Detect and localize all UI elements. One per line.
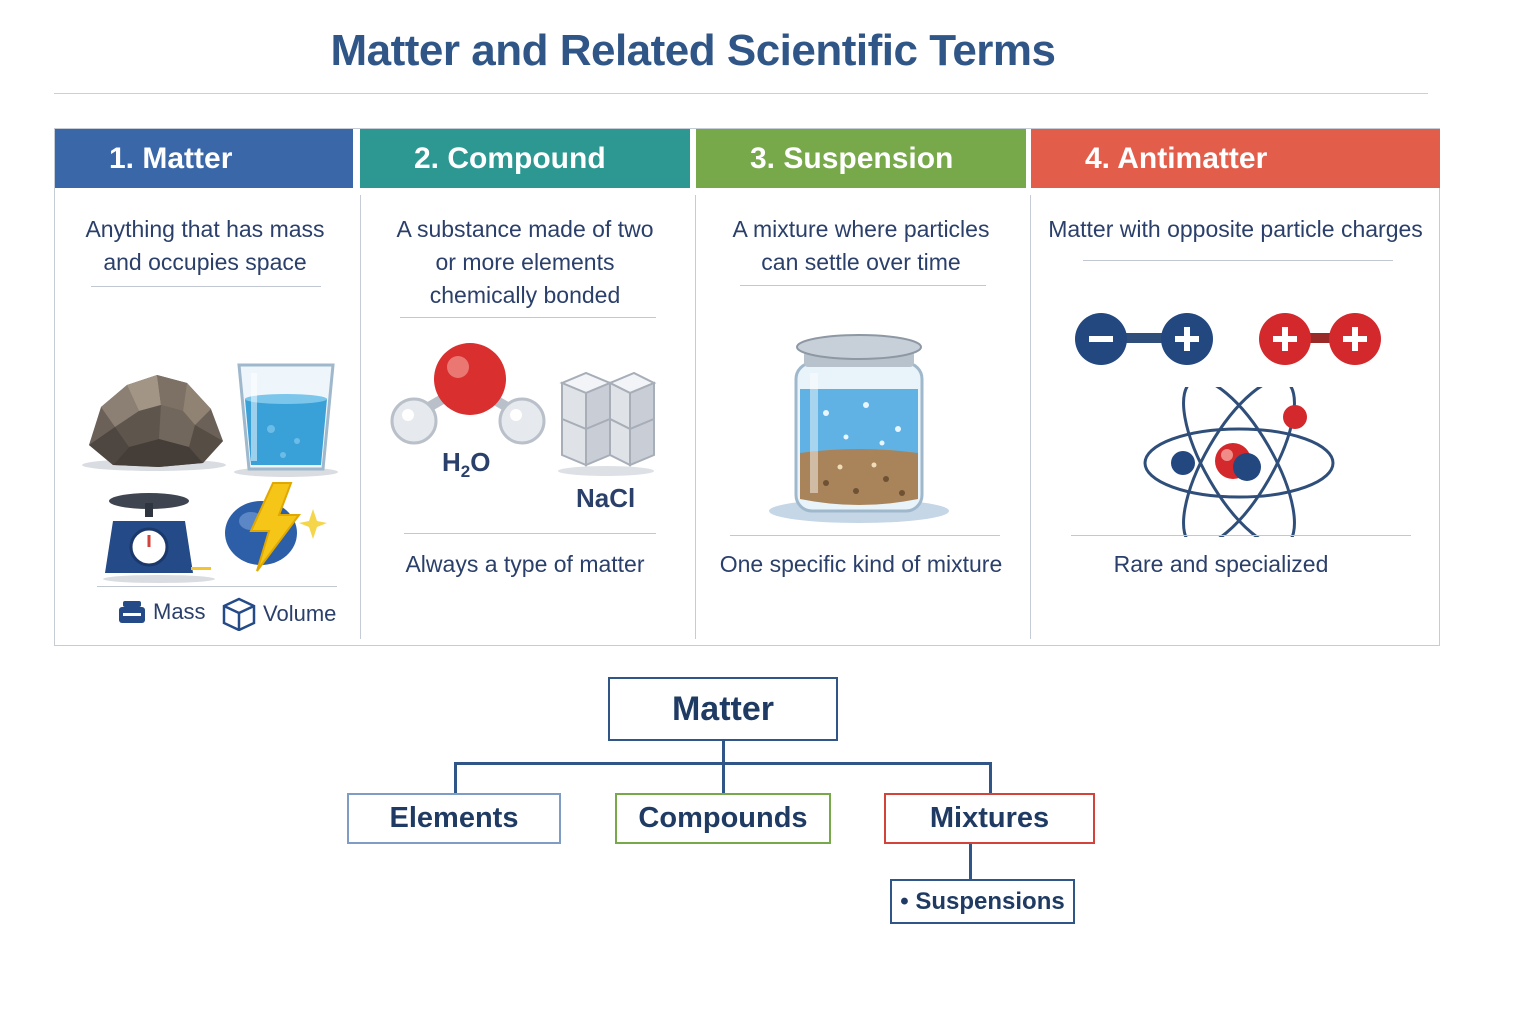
charge-pairs-icon [1075,313,1381,365]
column-divider [360,195,361,639]
description-compound: A substance made of two or more elements… [360,213,690,312]
tree-root-matter: Matter [608,677,838,741]
salt-formula-label: NaCl [576,483,636,513]
column-heading-suspension: 3. Suspension [696,129,1026,188]
node-label: Elements [389,802,519,834]
note-antimatter: Rare and specialized [1113,551,1329,577]
note-divider [404,533,656,534]
column-divider [1030,195,1031,639]
description-line: or more elements [435,249,615,275]
formula-part: H [442,447,461,477]
description-line: A substance made of two [396,216,654,242]
note-divider [730,535,1000,536]
description-line: chemically bonded [429,282,621,308]
connector [722,762,725,793]
description-suspension: A mixture where particles can settle ove… [696,213,1026,279]
description-divider [740,285,986,286]
note-divider [1071,535,1411,536]
suspension-jar-icon [769,334,949,523]
description-line: Anything that has mass [85,216,325,242]
column-compound: 2. Compound A substance made of two or m… [360,129,690,645]
tree-node-elements: Elements [347,793,561,844]
column-heading-matter: 1. Matter [55,129,353,188]
description-divider [91,286,321,287]
title-divider [54,93,1428,94]
column-heading-compound: 2. Compound [360,129,690,188]
description-line: A mixture where particles [732,216,990,242]
description-line: Matter with opposite particle charges [1048,216,1423,242]
description-antimatter: Matter with opposite particle charges [1031,213,1440,246]
legend-label: Volume [263,601,337,626]
column-matter: 1. Matter Anything that has mass and occ… [55,129,353,645]
legend-label: Mass [153,599,206,624]
column-divider [695,195,696,639]
connector [722,741,725,764]
description-line: and occupies space [103,249,307,275]
terms-panel: 1. Matter Anything that has mass and occ… [54,128,1440,646]
formula-part: O [470,447,491,477]
scale-icon [103,493,215,583]
column-antimatter: 4. Antimatter Matter with opposite parti… [1031,129,1440,645]
legend-divider [97,586,337,587]
water-formula-label: H2O [442,447,490,482]
scale-icon [119,601,145,623]
rock-icon [82,375,226,471]
connector [989,762,992,793]
node-label: Matter [671,689,775,728]
connector [969,844,972,879]
tree-node-mixtures: Mixtures [884,793,1095,844]
description-matter: Anything that has mass and occupies spac… [55,213,355,279]
tree-node-suspensions: • Suspensions [890,879,1075,924]
tree-node-compounds: Compounds [615,793,831,844]
node-label: • Suspensions [900,887,1065,915]
page-title: Matter and Related Scientific Terms [330,26,1057,75]
note-suspension: One specific kind of mixture [719,551,1003,577]
column-suspension: 3. Suspension A mixture where particles … [696,129,1026,645]
node-label: Compounds [638,802,808,834]
connector [454,762,457,793]
description-divider [1083,260,1393,261]
legend-volume: Volume [221,597,336,631]
legend-mass: Mass [117,599,206,625]
salt-crystal-icon [558,371,657,476]
water-molecule-icon [390,343,546,445]
water-glass-icon [234,363,338,477]
node-label: Mixtures [929,802,1050,834]
formula-subscript: 2 [460,462,471,482]
note-compound: Always a type of matter [405,551,645,577]
column-heading-antimatter: 4. Antimatter [1031,129,1440,188]
description-line: can settle over time [761,249,961,275]
atom-icon [1143,387,1335,537]
cube-icon [222,597,256,631]
energy-icon [225,482,327,572]
description-divider [400,317,656,318]
